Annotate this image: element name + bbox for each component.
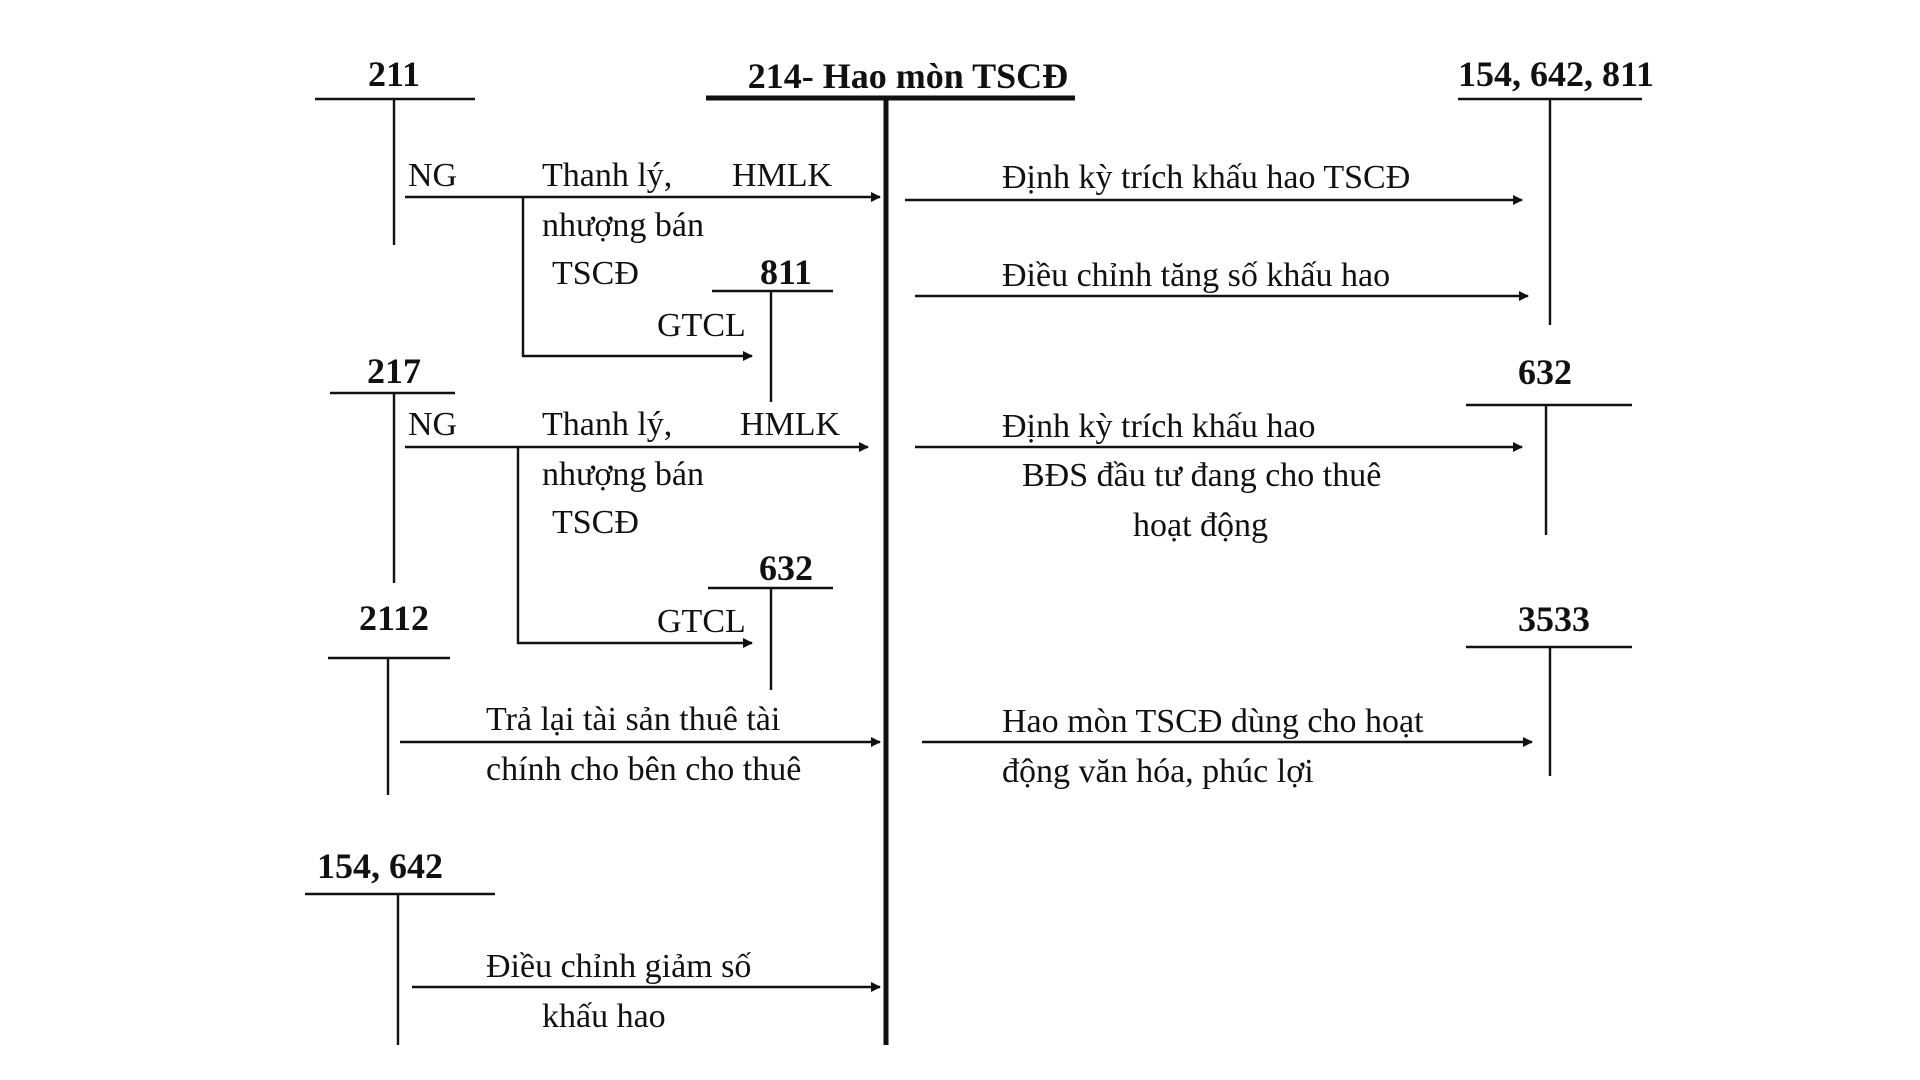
flow-2112-to-214: Trả lại tài sản thuê tài chính cho bên c… (400, 701, 881, 788)
flow-adjust-increase: Điều chỉnh tăng số khấu hao (915, 257, 1529, 301)
label-gtcl-2: GTCL (657, 603, 746, 640)
account-811: 811 (712, 252, 833, 402)
label-hao-mon-vh-1: Hao mòn TSCĐ dùng cho hoạt (1002, 703, 1424, 740)
label-nhuong-ban-1: nhượng bán (542, 207, 704, 244)
account-214-title: 214- Hao mòn TSCĐ (748, 56, 1068, 96)
account-2112-title: 2112 (359, 598, 429, 638)
label-tra-lai-2: chính cho bên cho thuê (486, 751, 801, 788)
label-thanh-ly-2: Thanh lý, (542, 406, 672, 443)
label-hao-mon-vh-2: động văn hóa, phúc lợi (1002, 753, 1314, 790)
label-thanh-ly-1: Thanh lý, (542, 157, 672, 194)
account-2112: 2112 (328, 598, 450, 795)
account-217-title: 217 (367, 351, 421, 391)
account-211-title: 211 (368, 54, 420, 94)
account-154-642-811-title: 154, 642, 811 (1458, 54, 1654, 94)
account-632-right-title: 632 (1518, 352, 1572, 392)
account-214: 214- Hao mòn TSCĐ (706, 56, 1075, 1045)
label-hmlk-2: HMLK (740, 406, 841, 443)
account-211: 211 (315, 54, 475, 245)
flow-211-to-811: GTCL (521, 197, 753, 361)
label-tscd-2: TSCĐ (552, 504, 639, 541)
account-154-642: 154, 642 (305, 846, 495, 1045)
label-nhuong-ban-2: nhượng bán (542, 456, 704, 493)
account-154-642-811: 154, 642, 811 (1458, 54, 1654, 325)
label-dieu-chinh-giam-2: khấu hao (542, 998, 666, 1035)
account-217: 217 (330, 351, 455, 583)
flow-214-to-154-642: Điều chỉnh giảm số khấu hao (412, 948, 881, 1035)
flow-214-to-632: Định kỳ trích khấu hao BĐS đầu tư đang c… (915, 408, 1523, 544)
label-dinh-ky-bds-2: BĐS đầu tư đang cho thuê (1022, 457, 1381, 494)
label-dinh-ky-bds-3: hoạt động (1133, 507, 1268, 544)
arrow-217-to-632 (516, 447, 753, 648)
flow-211-to-214: NG Thanh lý, HMLK nhượng bán TSCĐ (405, 157, 881, 292)
account-811-title: 811 (760, 252, 812, 292)
label-ng-2: NG (408, 406, 457, 443)
account-632-right: 632 (1466, 352, 1632, 535)
flow-217-to-214: NG Thanh lý, HMLK nhượng bán TSCĐ (405, 406, 869, 541)
account-3533-title: 3533 (1518, 599, 1590, 639)
label-dieu-chinh-tang: Điều chỉnh tăng số khấu hao (1002, 257, 1390, 294)
account-632-left-title: 632 (759, 548, 813, 588)
arrow-211-to-811 (521, 197, 753, 361)
account-3533: 3533 (1466, 599, 1632, 776)
label-tra-lai-1: Trả lại tài sản thuê tài (486, 701, 780, 738)
flow-214-to-154-642-811: Định kỳ trích khấu hao TSCĐ (905, 159, 1523, 205)
flow-217-to-632: GTCL (516, 447, 753, 648)
flow-214-to-3533: Hao mòn TSCĐ dùng cho hoạt động văn hóa,… (922, 703, 1533, 790)
label-dinh-ky-bds-1: Định kỳ trích khấu hao (1002, 408, 1316, 445)
account-154-642-title: 154, 642 (317, 846, 443, 886)
label-tscd-1: TSCĐ (552, 255, 639, 292)
label-hmlk-1: HMLK (732, 157, 833, 194)
account-632-left: 632 (708, 548, 833, 690)
label-ng-1: NG (408, 157, 457, 194)
label-gtcl-1: GTCL (657, 307, 746, 344)
label-dinh-ky-tscd: Định kỳ trích khấu hao TSCĐ (1002, 159, 1410, 196)
label-dieu-chinh-giam-1: Điều chỉnh giảm số (486, 948, 751, 985)
